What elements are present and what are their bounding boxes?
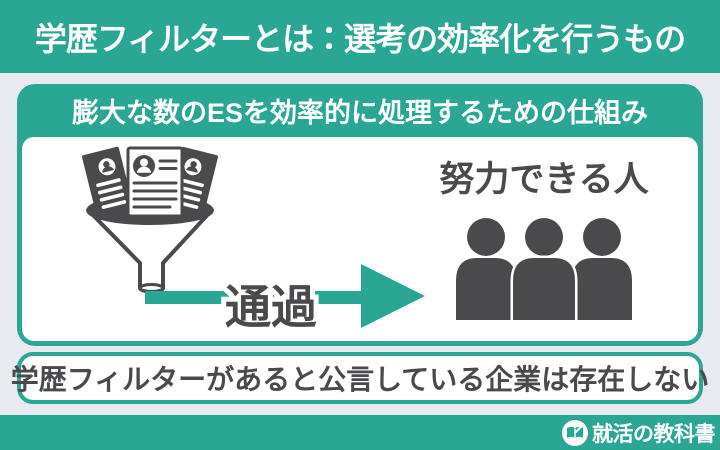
person-icon-left	[456, 218, 516, 320]
person-icon-right	[572, 218, 632, 320]
panel-heading: 膨大な数のESを効率的に処理するための仕組み	[71, 98, 649, 128]
panel-body: 通過 努力できる人	[22, 137, 698, 341]
pass-arrow-icon	[145, 264, 425, 328]
es-document-icon-center	[126, 146, 184, 218]
funnel-icon	[86, 208, 214, 294]
es-document-icon-left	[82, 146, 133, 214]
open-book-icon	[562, 419, 588, 446]
main-panel: 膨大な数のESを効率的に処理するための仕組み	[17, 84, 703, 346]
bottom-banner: 学歴フィルターがあると公言している企業は存在しない	[11, 352, 709, 404]
filter-illustration: 通過 努力できる人	[82, 146, 650, 338]
banner-text: 学歴フィルターがあると公言している企業は存在しない	[10, 364, 710, 395]
pass-label: 通過	[225, 281, 317, 333]
person-icon-center	[510, 215, 578, 323]
header-bar: 学歴フィルターとは：選考の効率化を行うもの	[0, 0, 720, 73]
page-title: 学歴フィルターとは：選考の効率化を行うもの	[34, 20, 686, 57]
applicants-icon	[456, 215, 632, 323]
brand-name: 就活の教科書	[592, 422, 716, 446]
result-label: 努力できる人	[439, 160, 649, 199]
footer-bar: 就活の教科書	[0, 415, 720, 450]
